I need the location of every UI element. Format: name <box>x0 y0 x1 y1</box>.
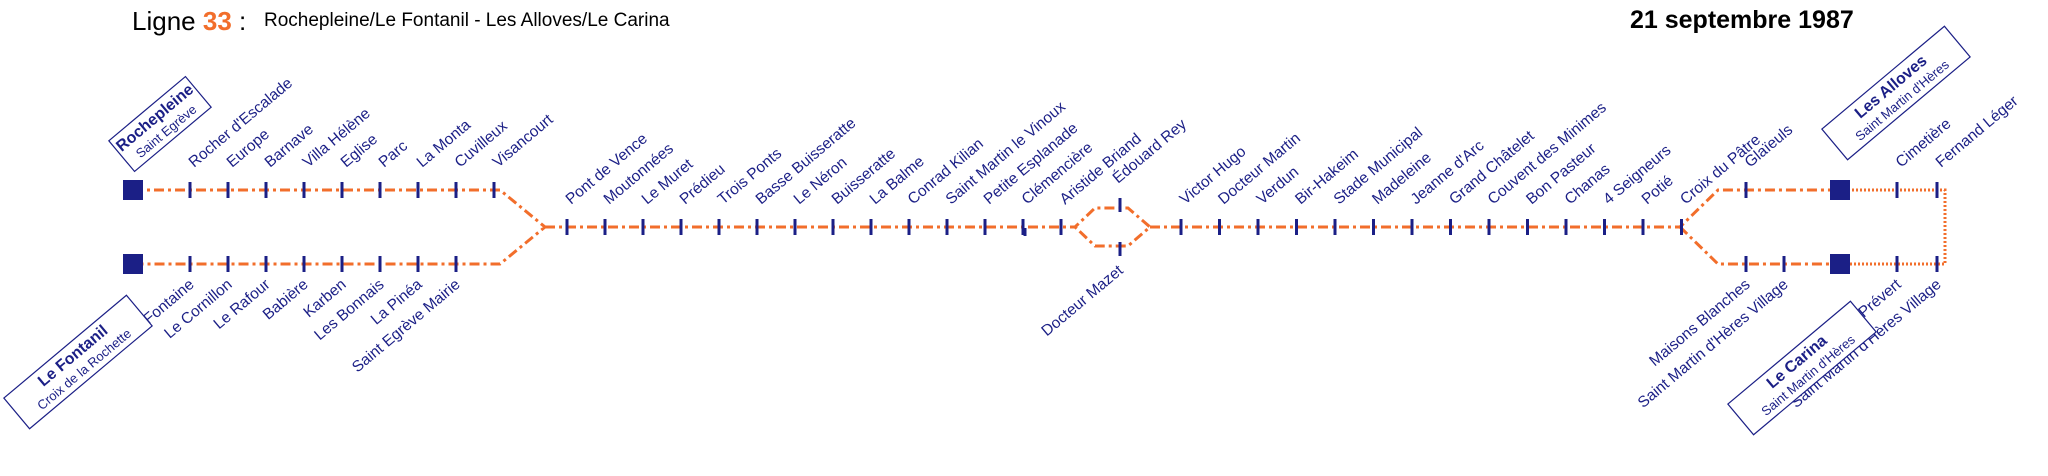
stop-marker-les-bonnais <box>378 256 382 272</box>
stop-marker-europe <box>226 182 230 198</box>
stop-label-parc: Parc <box>376 137 412 171</box>
stop-marker-petite-esplanade <box>983 219 987 235</box>
stop-marker-glaieuls <box>1744 182 1748 198</box>
stop-marker-couvent-des-minimes <box>1487 219 1491 235</box>
stop-marker-villa-helene <box>302 182 306 198</box>
stop-marker-edouard-rey <box>1118 198 1122 212</box>
stop-marker-croix-du-patre <box>1680 219 1683 235</box>
stop-marker-pont-de-vence <box>565 219 569 235</box>
stop-marker-conrad-kilian <box>907 219 911 235</box>
terminal-frame <box>1821 25 1971 161</box>
stop-marker-bir-hakeim <box>1295 219 1298 235</box>
stop-marker-aristide-briand <box>1059 219 1063 235</box>
city-loop-line <box>545 206 1153 248</box>
stop-marker-le-cornillon <box>226 256 230 272</box>
stop-marker-cuvilleux <box>454 182 458 198</box>
stop-label-docteur-mazet: Docteur Mazet <box>1038 262 1127 340</box>
stop-marker-saint-martin-d-heres-village <box>1935 256 1939 272</box>
stop-marker-docteur-mazet <box>1118 242 1122 256</box>
left-branches-line <box>133 188 548 266</box>
route-description: Rochepleine/Le Fontanil - Les Alloves/Le… <box>264 10 670 31</box>
stop-marker-clemenciere <box>1021 219 1025 235</box>
stop-marker-fernand-leger <box>1935 182 1939 198</box>
stop-marker-chanas <box>1564 219 1568 235</box>
stop-marker-le-muret <box>641 219 645 235</box>
stop-marker-visancourt <box>492 182 496 198</box>
stop-marker-4-seigneurs <box>1603 219 1606 235</box>
stop-markers <box>123 180 1939 274</box>
stop-marker-parc <box>378 182 382 198</box>
stop-marker-verdun <box>1256 219 1260 235</box>
terminal-marker-bottom-left <box>123 254 143 274</box>
stop-marker-maisons-blanches <box>1744 256 1748 272</box>
stop-marker-babiere <box>302 256 306 272</box>
right-extension-line <box>1832 188 1947 266</box>
stop-marker-jeanne-d-arc <box>1410 219 1414 235</box>
stop-marker-le-rafour <box>264 256 268 272</box>
terminal-frame <box>107 75 213 173</box>
stop-marker-bon-pasteur <box>1526 219 1529 235</box>
stop-marker-barnave <box>264 182 268 198</box>
stop-marker-karben <box>340 256 344 272</box>
stop-marker-saint-martin-d-heres-village <box>1782 256 1786 272</box>
line-title: Ligne 33 : <box>132 6 246 37</box>
stop-marker-saint-martin-le-vinoux <box>945 219 949 235</box>
terminal-frame <box>3 294 153 430</box>
terminal-marker-bottom-right <box>1830 254 1850 274</box>
stop-marker-le-neron <box>793 219 797 235</box>
stop-marker-basse-buisseratte <box>755 219 759 235</box>
stop-marker-jacques-prevert <box>1895 256 1899 272</box>
header: Ligne 33 : Rochepleine/Le Fontanil - Les… <box>0 0 2048 40</box>
stop-marker-rocher-d-escalade <box>188 182 192 198</box>
line-number: 33 <box>202 6 232 36</box>
stop-marker-buisseratte <box>831 219 835 235</box>
stop-marker-victor-hugo <box>1179 219 1183 235</box>
line-title-colon: : <box>231 6 247 36</box>
stop-marker-la-balme <box>869 219 873 235</box>
stop-marker-saint-egreve-mairie <box>454 256 458 272</box>
stop-marker-stade-municipal <box>1333 219 1337 235</box>
stop-marker-la-monta <box>416 182 420 198</box>
stop-marker-predieu <box>679 219 683 235</box>
stop-marker-grand-chatelet <box>1449 219 1452 235</box>
stop-marker-potie <box>1641 219 1645 235</box>
line-title-prefix: Ligne <box>132 6 196 36</box>
stop-marker-docteur-martin <box>1218 219 1221 235</box>
route-lines <box>133 188 1947 266</box>
terminal-frame <box>1727 300 1877 436</box>
stop-marker-place-de-la-fontaine <box>188 256 192 272</box>
stop-marker-trois-ponts <box>717 219 721 235</box>
stop-marker-moutonnees <box>603 219 607 235</box>
stop-marker-trunk-extra <box>1023 228 1027 236</box>
stop-marker-eglise <box>340 182 344 198</box>
stop-marker-madeleine <box>1372 219 1375 235</box>
bottom-right-branch-line <box>1678 225 1832 266</box>
stop-marker-cimetiere <box>1895 182 1899 198</box>
stop-marker-la-pinea <box>416 256 420 272</box>
terminal-marker-top-right <box>1830 180 1850 200</box>
map-date: 21 septembre 1987 <box>1630 6 1854 34</box>
terminal-marker-top-left <box>123 180 143 200</box>
